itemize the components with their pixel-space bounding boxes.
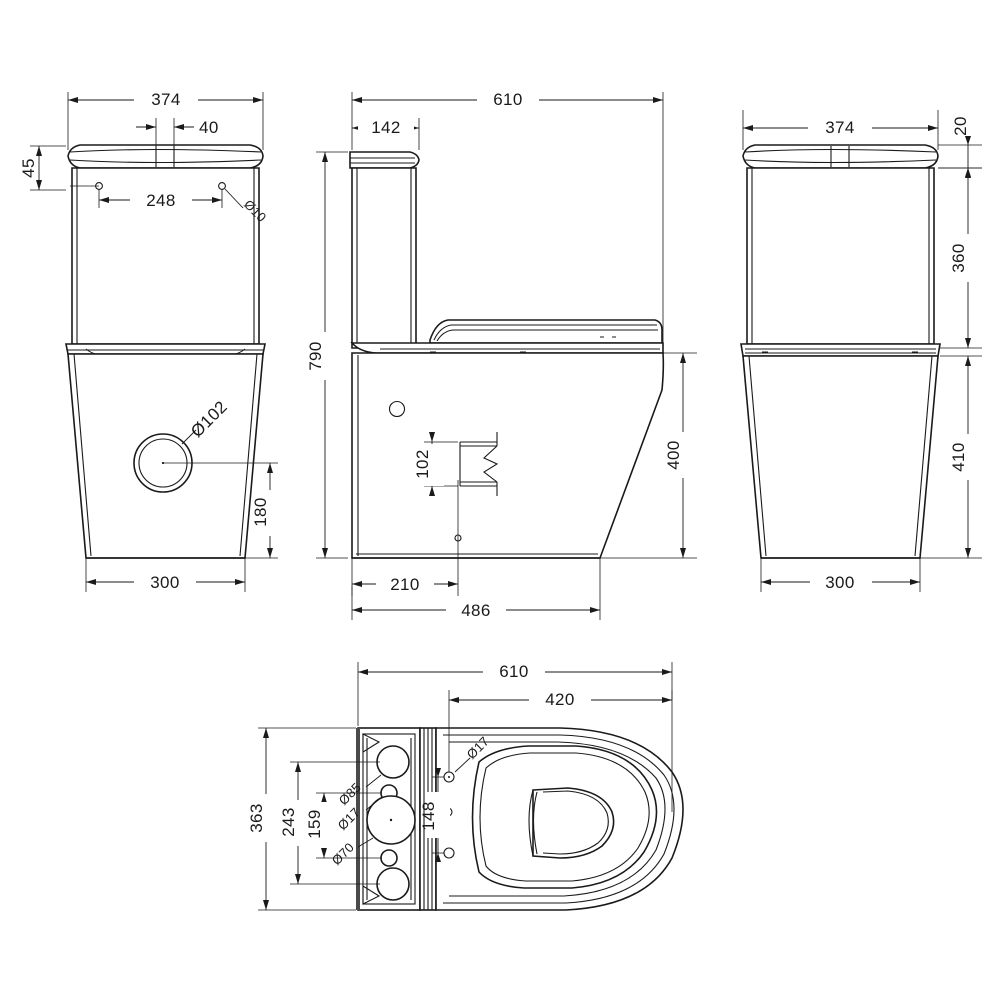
dim-label-plan-420: 420 [545, 690, 575, 709]
dim-label-front-300: 300 [150, 573, 180, 592]
side-pan-rim [350, 342, 664, 354]
rear-pan-cistern-junction [740, 343, 941, 357]
dim-label-rear-300: 300 [825, 573, 855, 592]
dim-plan-bowl-420: 420 [448, 688, 673, 772]
view-rear-elevation: 374 20 360 410 [740, 110, 982, 592]
dim-label-side-486: 486 [461, 601, 491, 620]
dim-rear-base-300: 300 [760, 558, 921, 592]
dim-rear-width-374: 374 [742, 110, 939, 150]
rear-cistern-body [746, 167, 935, 345]
side-outlet-spigot [459, 432, 499, 496]
dim-front-base-300: 300 [85, 558, 246, 592]
dim-front-button-40: 40 [136, 118, 219, 146]
plan-bowl-aperture [528, 787, 615, 859]
view-front-elevation: 374 40 45 248 [19, 88, 282, 592]
dim-label-rear-410: 410 [949, 442, 968, 472]
dim-label-plan-610: 610 [499, 662, 529, 681]
rear-cistern-lid [742, 144, 939, 169]
dim-front-width-374: 374 [67, 88, 264, 150]
dim-label-plan-363: 363 [247, 803, 266, 833]
dim-front-waste-180: 180 [163, 462, 282, 559]
dim-front-lid-45: 45 [19, 145, 66, 191]
dim-side-seat-400: 400 [600, 352, 697, 559]
dim-label-front-374: 374 [151, 90, 181, 109]
dim-label-plan-148: 148 [419, 801, 438, 831]
dim-label-side-610: 610 [493, 90, 523, 109]
view-plan: 610 420 363 [247, 660, 684, 911]
dim-label-front-45: 45 [19, 158, 38, 178]
dim-plan-243: 243 [279, 761, 380, 885]
side-inspection-hole [388, 400, 406, 418]
dim-label-plan-159: 159 [305, 809, 324, 839]
dim-plan-159: 159 [305, 792, 382, 859]
side-cistern-body [351, 167, 417, 349]
dim-label-side-102: 102 [413, 449, 432, 479]
side-seat-assembly [429, 319, 663, 344]
dim-label-side-210: 210 [390, 575, 420, 594]
dim-plan-length-610: 610 [357, 660, 673, 812]
side-cistern-lid [349, 151, 420, 169]
view-side-elevation: 610 142 790 102 [306, 88, 697, 620]
front-cistern-lid [67, 144, 264, 169]
dim-rear-cistern-360: 360 [938, 167, 982, 349]
dim-label-plan-243: 243 [279, 807, 298, 837]
dim-label-side-790: 790 [306, 341, 325, 371]
dim-label-rear-20: 20 [951, 116, 970, 136]
dim-label-side-400: 400 [664, 440, 683, 470]
dim-label-front-40: 40 [199, 118, 219, 137]
dim-label-rear-360: 360 [949, 243, 968, 273]
dim-front-holes-248: 248 Ø10 [70, 185, 269, 225]
rear-pan-body [742, 355, 939, 559]
side-pan-body [351, 352, 665, 559]
dim-plan-148: 148 [419, 768, 450, 862]
dim-label-rear-374: 374 [825, 118, 855, 137]
dim-rear-pan-410: 410 [920, 355, 982, 559]
dim-plan-width-363: 363 [247, 727, 356, 911]
dim-side-height-790: 790 [306, 151, 348, 559]
dim-label-front-248: 248 [146, 191, 176, 210]
dim-side-inlet-102: 102 [413, 432, 458, 496]
dim-label-front-180: 180 [251, 497, 270, 527]
dim-side-cistern-142: 142 [352, 116, 420, 150]
dim-side-fix-210: 210 [351, 480, 459, 596]
dim-label-side-142: 142 [371, 118, 401, 137]
plan-cistern-holes [366, 745, 416, 901]
dim-side-depth-610: 610 [351, 88, 664, 345]
dim-side-base-486: 486 [351, 558, 601, 620]
